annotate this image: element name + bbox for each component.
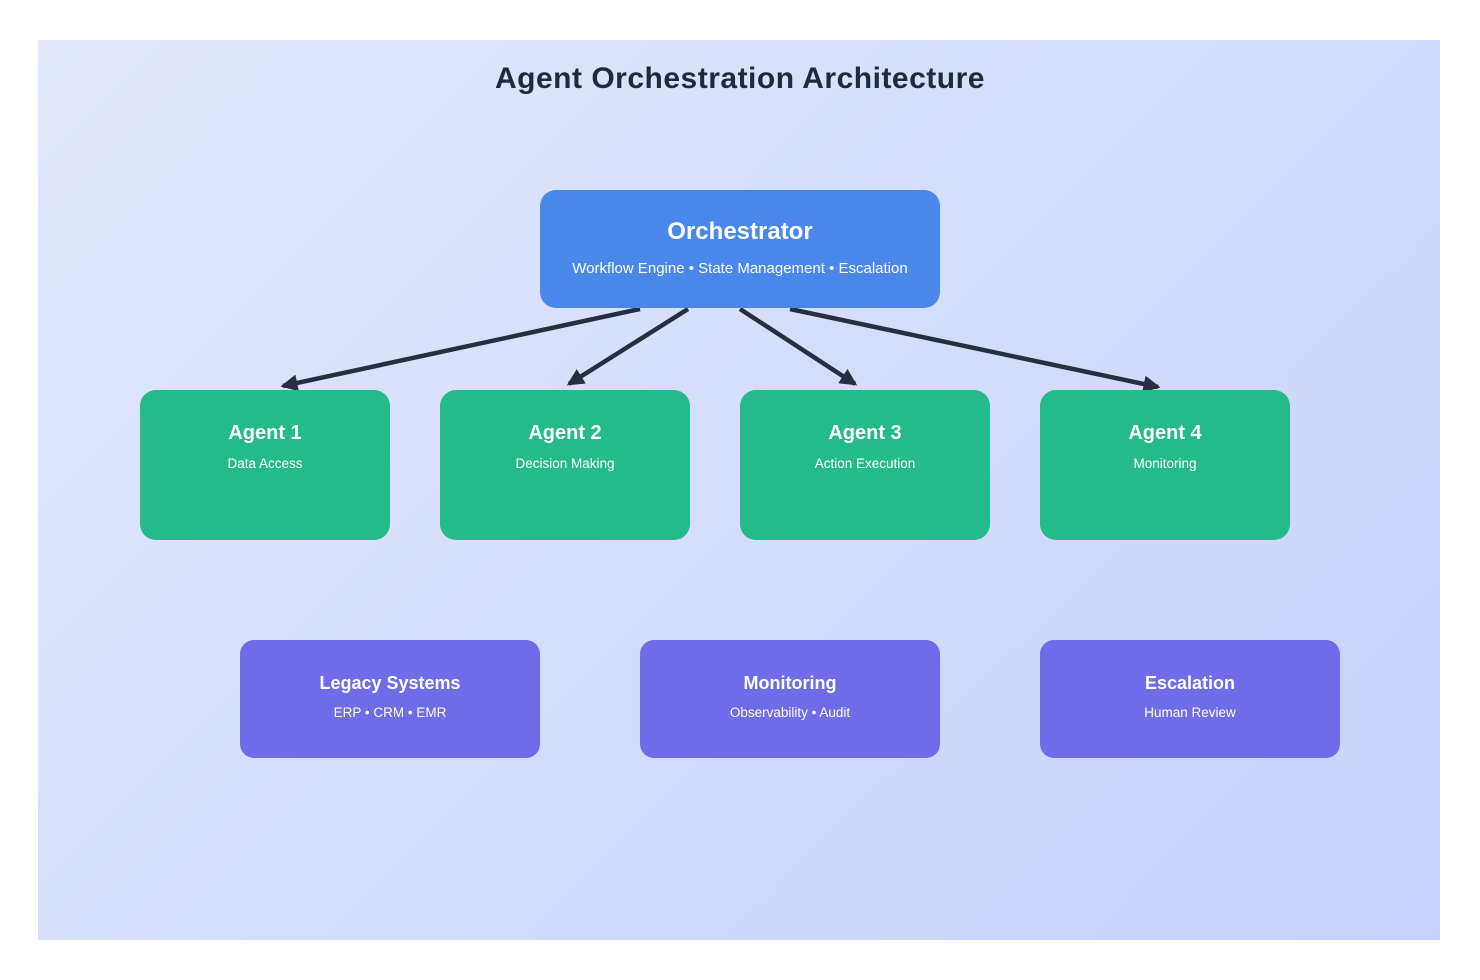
node-monitoring-title: Monitoring <box>743 673 837 693</box>
node-orchestrator-subtitle: Workflow Engine • State Management • Esc… <box>572 260 908 277</box>
node-legacy-systems-subtitle: ERP • CRM • EMR <box>333 705 447 720</box>
diagram-title: Agent Orchestration Architecture <box>495 62 985 95</box>
node-legacy-systems: Legacy Systems ERP • CRM • EMR <box>240 640 540 758</box>
node-agent-4-subtitle: Monitoring <box>1133 456 1197 471</box>
node-agent-2-subtitle: Decision Making <box>515 456 615 471</box>
node-agent-1-subtitle: Data Access <box>227 456 303 471</box>
node-escalation-subtitle: Human Review <box>1144 705 1236 720</box>
node-agent-1: Agent 1 Data Access <box>140 390 390 540</box>
node-orchestrator-title: Orchestrator <box>667 218 813 245</box>
node-agent-1-title: Agent 1 <box>228 422 302 444</box>
node-escalation-title: Escalation <box>1144 673 1236 693</box>
node-monitoring: Monitoring Observability • Audit <box>640 640 940 758</box>
node-agent-3: Agent 3 Action Execution <box>740 390 990 540</box>
node-monitoring-subtitle: Observability • Audit <box>729 705 851 720</box>
node-agent-3-title: Agent 3 <box>828 422 902 444</box>
node-escalation: Escalation Human Review <box>1040 640 1340 758</box>
node-legacy-systems-title: Legacy Systems <box>319 673 461 693</box>
node-agent-3-subtitle: Action Execution <box>814 456 916 471</box>
node-orchestrator: Orchestrator Workflow Engine • State Man… <box>540 190 940 308</box>
node-agent-2-title: Agent 2 <box>528 422 602 444</box>
node-agent-4: Agent 4 Monitoring <box>1040 390 1290 540</box>
node-agent-2: Agent 2 Decision Making <box>440 390 690 540</box>
node-agent-4-title: Agent 4 <box>1128 422 1202 444</box>
